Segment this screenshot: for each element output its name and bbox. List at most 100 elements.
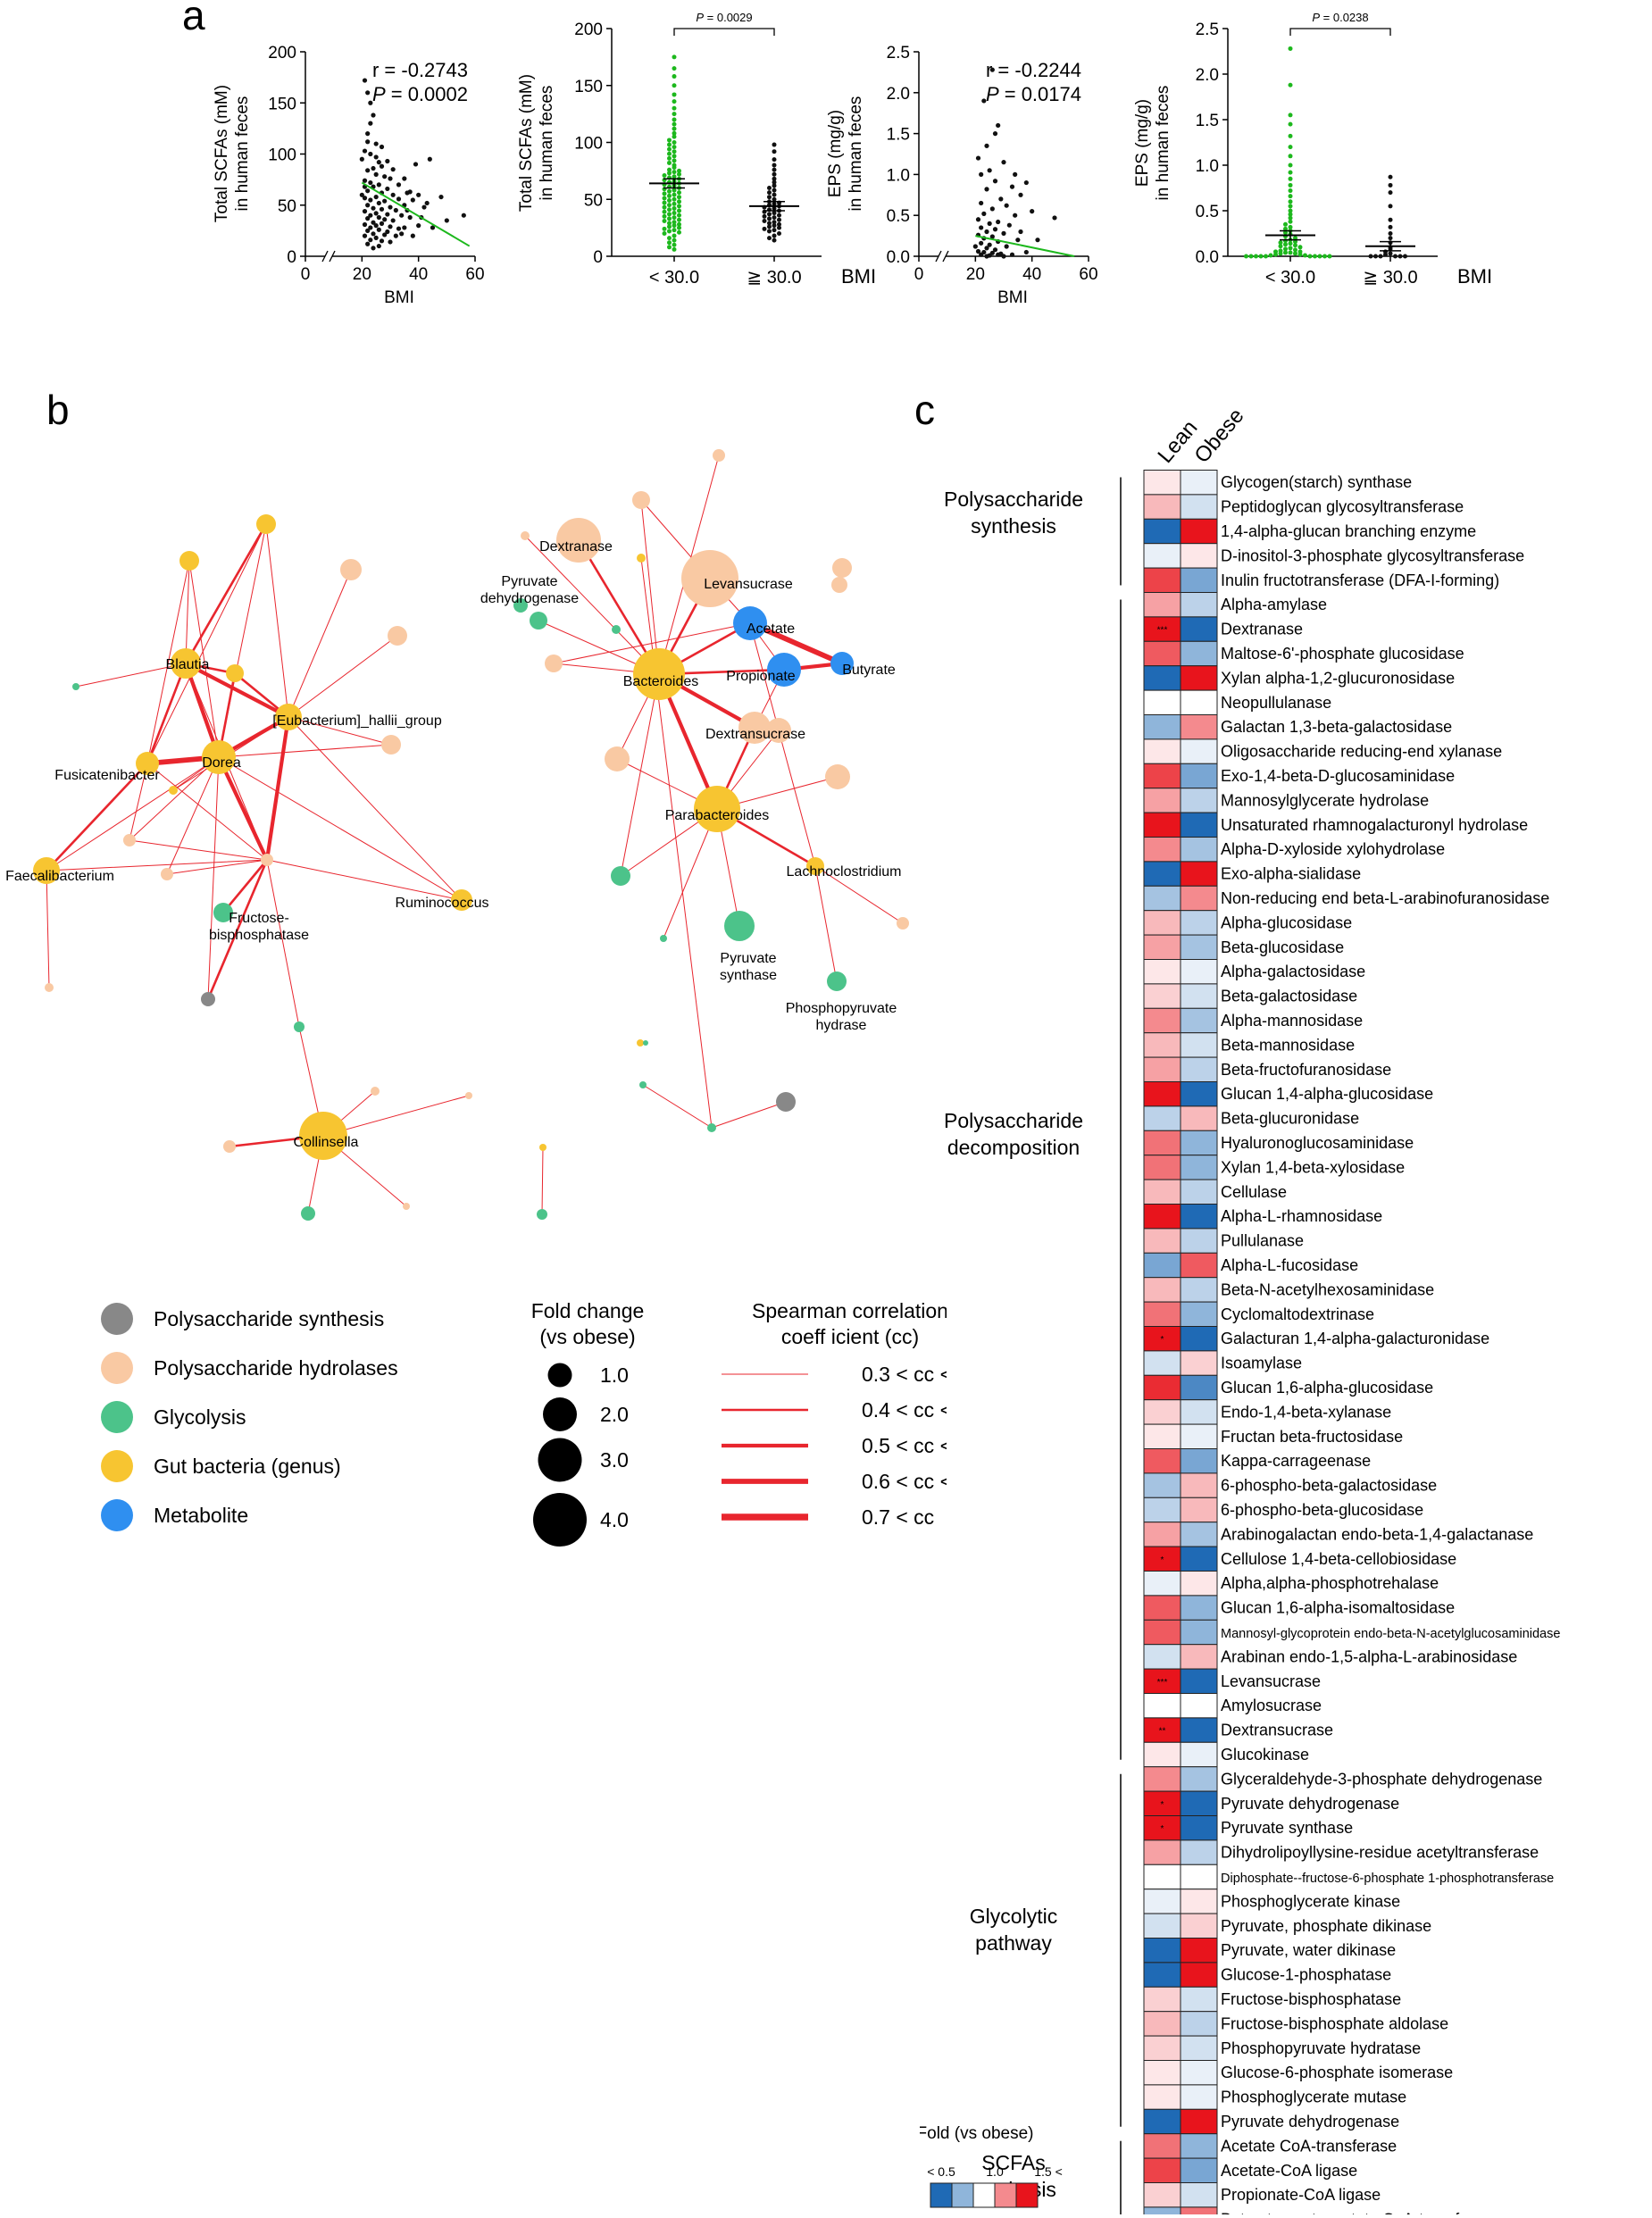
scfa-bmi-scatter-point [390,192,396,197]
scfa-group-swarm-point [772,142,777,147]
heat-row-label: Dextranase [1221,621,1303,638]
node-u26 [605,746,630,771]
heat-cell-obese [1180,1032,1218,1058]
eps-bmi-scatter-point [987,221,992,226]
node-label-fbp-line: bisphosphatase [209,928,309,943]
eps-group-swarm-point [1288,170,1293,175]
heat-sig-marker: *** [1157,1678,1168,1688]
node-u7 [381,735,401,755]
node-label-faec-line: Faecalibacterium [5,869,114,884]
scfa-group-swarm-point [677,213,681,218]
scfa-bmi-scatter-y-tick-label: 0 [287,248,296,267]
node-parabact [694,786,740,832]
scfa-bmi-scatter-point [399,231,405,237]
eps-bmi-scatter-point [1001,230,1006,236]
heat-cell-lean [1143,2157,1181,2183]
eps-bmi-scatter-point [1035,238,1040,243]
node-u2 [256,514,276,534]
node-label-ppyrh-line: hydrase [816,1018,867,1033]
heat-cell-lean [1143,1350,1181,1376]
eps-bmi-scatter-y-tick-label: 1.0 [887,166,910,185]
eps-bmi-scatter-y-tick-label: 1.5 [887,126,910,145]
network-nodes: Blautia[Eubacterium]_hallii_groupDoreaFu… [5,449,909,1221]
node-label-rumi: Ruminococcus [396,896,489,911]
heat-cell-lean [1143,1277,1181,1303]
heat-row-label: Glucan 1,6-alpha-isomaltosidase [1221,1599,1455,1617]
scfa-group-swarm-point [667,207,672,213]
node-u25 [825,764,850,789]
heat-cell-obese [1180,934,1218,960]
edge-dorea-u16 [216,755,270,863]
node-u31 [776,1092,796,1112]
heat-cell-lean [1143,1399,1181,1425]
eps-group-swarm-point [1288,163,1293,168]
eps-group-swarm-point [1373,254,1378,259]
scale-swatch [994,2182,1017,2208]
heat-cell-lean [1143,1571,1181,1597]
edge-dorea-u7 [218,744,392,758]
eps-bmi-scatter-p-value: = 0.0174 [999,83,1081,105]
node-label-levan: Levansucrase [704,577,793,592]
scfa-group-swarm-point [767,212,772,217]
scale-swatch [1015,2182,1039,2208]
eps-group-swarm-point [1283,226,1288,231]
scfa-bmi-scatter-point [385,186,390,192]
heat-cell-lean [1143,788,1181,813]
panel-label-a: a [182,0,205,38]
scfa-group-swarm-point [667,198,672,204]
eps-bmi-scatter-point [981,211,987,216]
heat-row-label: Alpha-galactosidase [1221,963,1365,980]
scfa-group-swarm-point [662,209,667,214]
scfa-group-swarm-point [777,225,781,230]
scfa-bmi-scatter-point [390,167,396,172]
scfa-bmi-scatter-point [365,139,371,145]
eps-group-swarm-xlabel: BMI [1457,265,1492,288]
eps-group-swarm-point [1378,254,1383,259]
heat-row-label: Acetate-CoA ligase [1221,2162,1357,2180]
heat-cell-obese [1180,837,1218,863]
eps-bmi-scatter-point [987,242,992,247]
eps-group-swarm-point [1388,217,1393,222]
heat-cell-obese [1180,861,1218,887]
eps-group-swarm-point [1288,204,1293,209]
eps-bmi-scatter-point [984,187,989,192]
heat-cell-lean [1143,885,1181,912]
heat-cell-obese [1180,1497,1218,1523]
scfa-group-swarm-point [672,145,677,150]
heat-row-label: Galacturan 1,4-alpha-galacturonidase [1221,1330,1489,1347]
heat-cell-obese [1180,665,1218,691]
scfa-group-swarm-y-tick-label: 100 [574,135,603,154]
eps-bmi-scatter: EPS (mg/g)in human feces0.00.51.01.52.02… [826,44,1098,307]
scale-title: Fold (vs obese) [920,2124,1033,2143]
eps-group-swarm-point [1293,251,1297,256]
scfa-group-swarm-group-label: ≧ 30.0 [747,268,801,288]
scfa-bmi-scatter-point [405,190,410,196]
scfa-group-swarm-point [662,191,667,196]
eps-group-swarm-point [1283,250,1288,255]
fold-legend-label: 4.0 [600,1508,629,1531]
heat-cell-obese [1180,2182,1218,2208]
eps-bmi-scatter-point [1018,192,1023,197]
node-label-colli-line: Collinsella [294,1135,359,1150]
node-acetate [733,606,767,640]
scfa-bmi-scatter-point [430,225,436,230]
fold-legend-circle [547,1363,572,1388]
scfa-group-swarm-point [667,212,672,217]
heat-row-label: Fructose-bisphosphatase [1221,1990,1401,2008]
panel-label-b: b [46,387,70,433]
scfa-bmi-scatter-x-tick-label: 40 [409,265,428,284]
eps-group-swarm-point [1403,254,1407,259]
heat-cell-obese [1180,1081,1218,1107]
eps-group-swarm-p-value: = 0.0238 [1320,11,1369,24]
scfa-group-swarm-point [672,170,677,175]
edge-fusi-u8 [129,763,148,841]
scfa-group-swarm-point [667,171,672,176]
heat-cell-obese [1180,1815,1218,1841]
scfa-bmi-scatter-point [365,216,371,221]
scfa-group-swarm-point [772,238,777,243]
scfa-bmi-scatter-point [373,141,379,146]
eps-group-swarm-point [1317,254,1322,259]
node-label-fusi-line: Fusicatenibacter [54,768,160,783]
heat-cell-lean [1143,1644,1181,1670]
scfa-group-swarm-point [672,99,677,104]
